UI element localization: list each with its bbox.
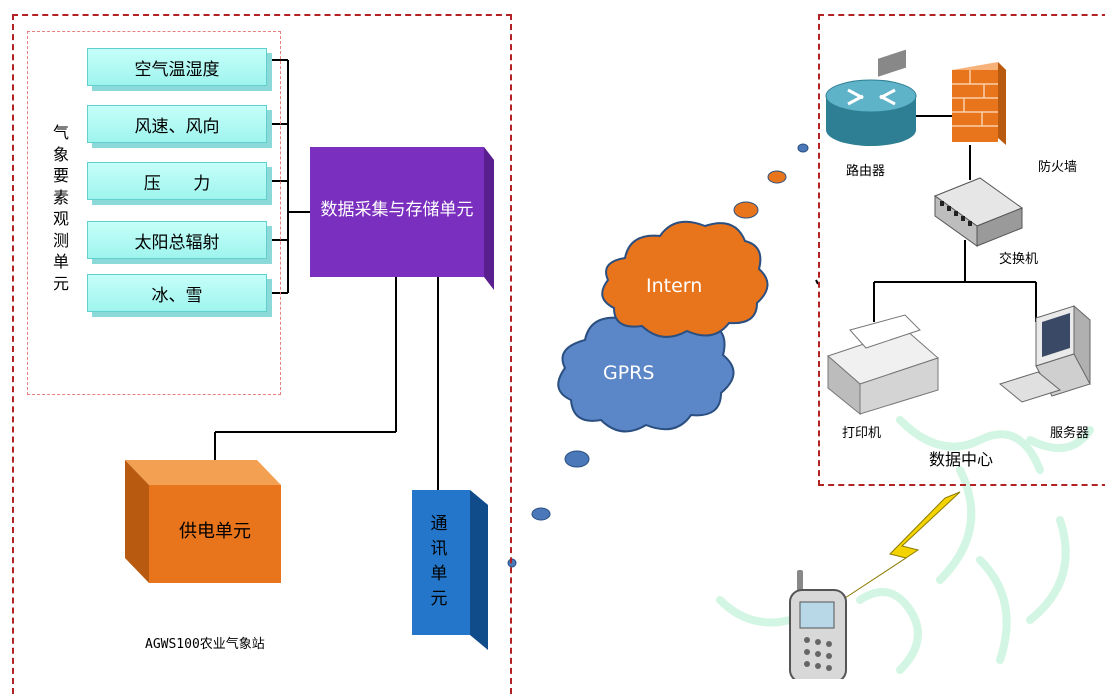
server-label: 服务器 — [1050, 426, 1090, 441]
sensor-pressure: 压 力 — [87, 162, 267, 200]
printer-shape — [827, 49, 939, 416]
station-name: AGWS100农业气象站 — [145, 637, 265, 652]
sensor-ice-snow: 冰、雪 — [87, 274, 267, 312]
dc-links — [815, 115, 1037, 322]
printer-label: 打印机 — [842, 426, 882, 441]
data-unit-label: 数据采集与存储单元 — [320, 199, 474, 220]
power-link — [214, 277, 439, 490]
diagram-canvas — [125, 49, 1094, 679]
internet-cloud — [601, 220, 769, 338]
datacenter-region — [818, 14, 1105, 486]
internet-label: Intern — [646, 275, 703, 297]
firewall-label: 防火墙 — [1038, 160, 1078, 175]
gprs-label: GPRS — [603, 362, 655, 384]
power-unit-label: 供电单元 — [179, 521, 251, 542]
comm-unit-label: 通讯单元 — [430, 514, 448, 609]
observation-unit-label: 气象要素观测单元 — [52, 123, 69, 293]
lightning-bolt — [841, 491, 961, 601]
station-region — [12, 14, 512, 694]
bubble-trail — [507, 143, 809, 568]
firewall-shape — [952, 62, 1006, 145]
comm-unit-box — [412, 490, 488, 650]
mobile-phone-shape — [789, 570, 847, 679]
sensor-bus — [267, 59, 310, 294]
switch-shape — [933, 177, 1024, 247]
switch-label: 交换机 — [999, 252, 1039, 267]
server-shape — [998, 304, 1091, 403]
bubble-trail-orange — [733, 170, 787, 219]
router-shape — [825, 79, 917, 146]
router-label: 路由器 — [846, 164, 886, 179]
watermark — [716, 416, 1094, 674]
data-unit-box — [310, 147, 494, 290]
sensor-air-temp-humidity: 空气温湿度 — [87, 48, 267, 86]
datacenter-title: 数据中心 — [929, 450, 994, 469]
observation-region — [27, 31, 281, 395]
sensor-wind: 风速、风向 — [87, 105, 267, 143]
power-unit-box — [125, 460, 281, 583]
sensor-solar-radiation: 太阳总辐射 — [87, 221, 267, 259]
